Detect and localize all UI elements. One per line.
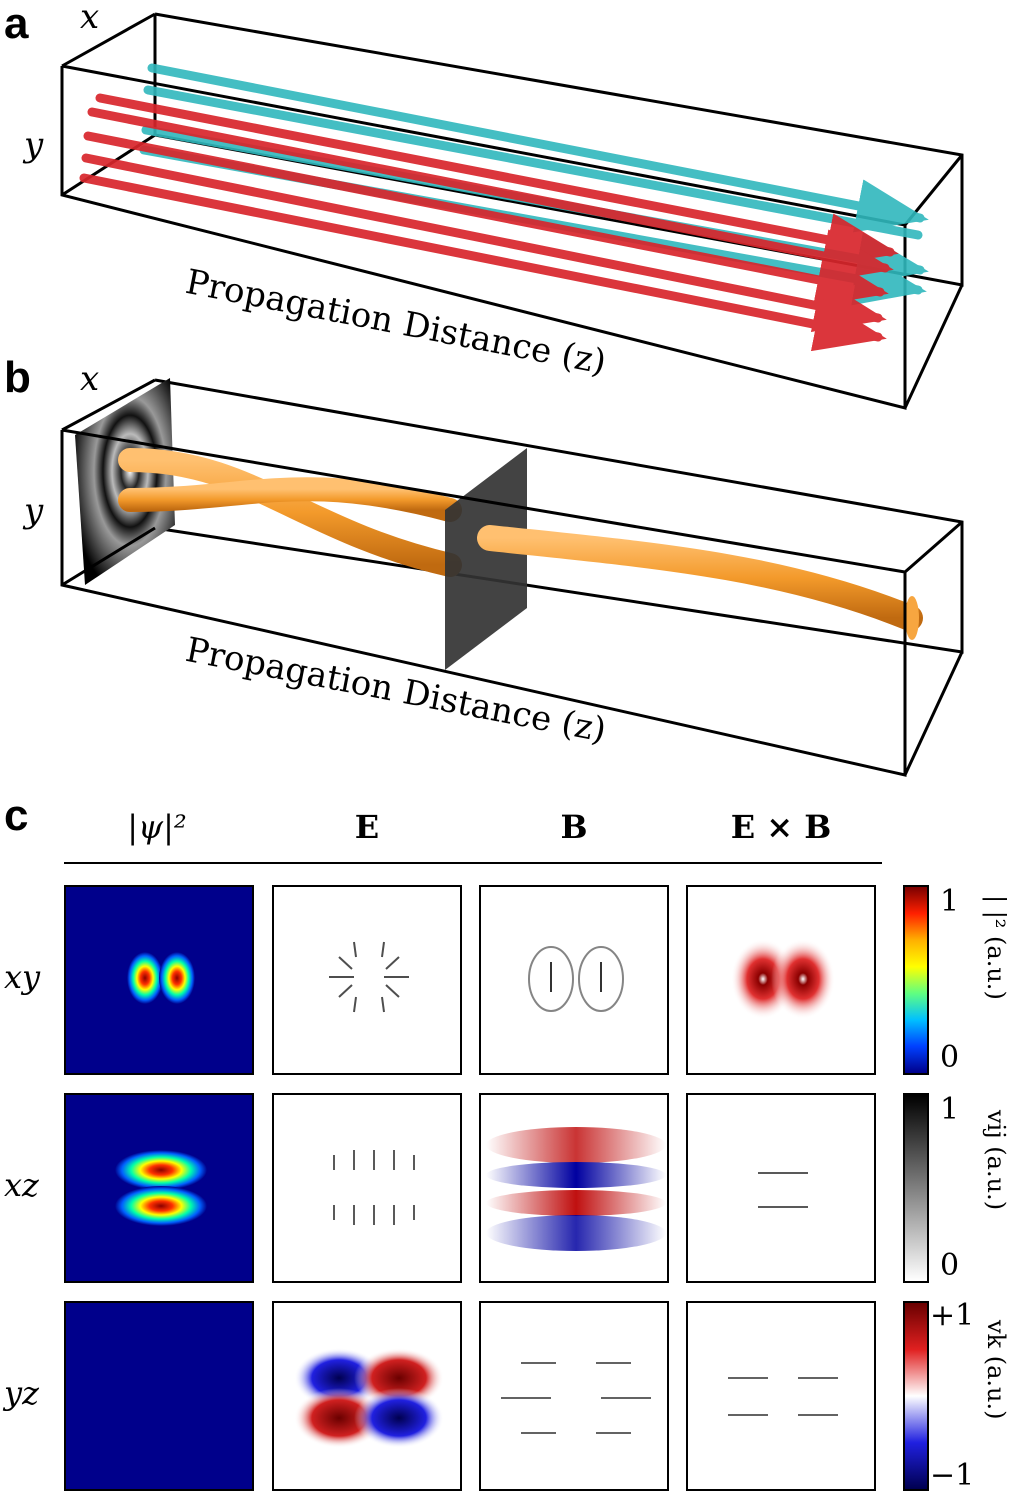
colorbar-jet-bottom: 0 [940,1040,960,1075]
panel-a-label: a [4,0,29,48]
colorbar-gray [903,1093,929,1283]
vector-field-B-xy [528,946,624,1012]
panel-xy-ExB [686,885,876,1075]
panel-xy-E [272,885,462,1075]
colorbar-gray-top: 1 [940,1092,960,1127]
row-label-xz: xz [4,1166,39,1204]
header-rule [64,862,882,864]
colorbar-seismic-bottom: −1 [930,1458,975,1493]
col-header-ExB: E × B [730,808,832,846]
panel-b-3d-box [60,378,964,777]
col-header-B: B [560,808,588,846]
panel-xz-E [272,1093,462,1283]
panel-yz-ExB [686,1301,876,1491]
colorbar-seismic [903,1301,929,1491]
colorbar-seismic-label: vk (a.u.) [982,1320,1010,1420]
colorbar-seismic-top: +1 [930,1298,975,1333]
vector-field-B-yz [501,1362,651,1434]
panel-b-x-axis-label: x [80,359,100,399]
colorbar-jet-label: | |² (a.u.) [982,895,1010,1000]
vector-field-E-xz [333,1150,415,1225]
panel-yz-psi [64,1301,254,1491]
col-header-E: E [354,808,380,846]
panel-xz-B [479,1093,669,1283]
colorbar-jet [903,885,929,1075]
panel-xy-B [479,885,669,1075]
colorbar-gray-label: vij (a.u.) [982,1110,1010,1211]
panel-a-x-axis-label: x [80,0,100,37]
panel-b-label: b [4,353,31,402]
panel-a-3d-box [60,12,964,410]
panel-yz-E [272,1301,462,1491]
colorbar-gray-bottom: 0 [940,1248,960,1283]
panel-xz-psi [64,1093,254,1283]
panel-c-label: c [4,791,29,840]
panel-xy-psi [64,885,254,1075]
panel-b-y-axis-label: y [24,491,44,531]
col-header-psi: |ψ|² [127,808,187,846]
vector-field-E-xy [329,941,409,1013]
panel-a-y-axis-label: y [24,125,44,165]
panel-xz-ExB [686,1093,876,1283]
panel-yz-B [479,1301,669,1491]
red-beams [79,93,899,352]
vector-field-ExB-yz [728,1377,838,1416]
row-label-xy: xy [4,958,41,996]
vector-field-ExB-xz [758,1172,808,1208]
colorbar-jet-top: 1 [940,884,960,919]
row-label-yz: yz [4,1374,39,1412]
